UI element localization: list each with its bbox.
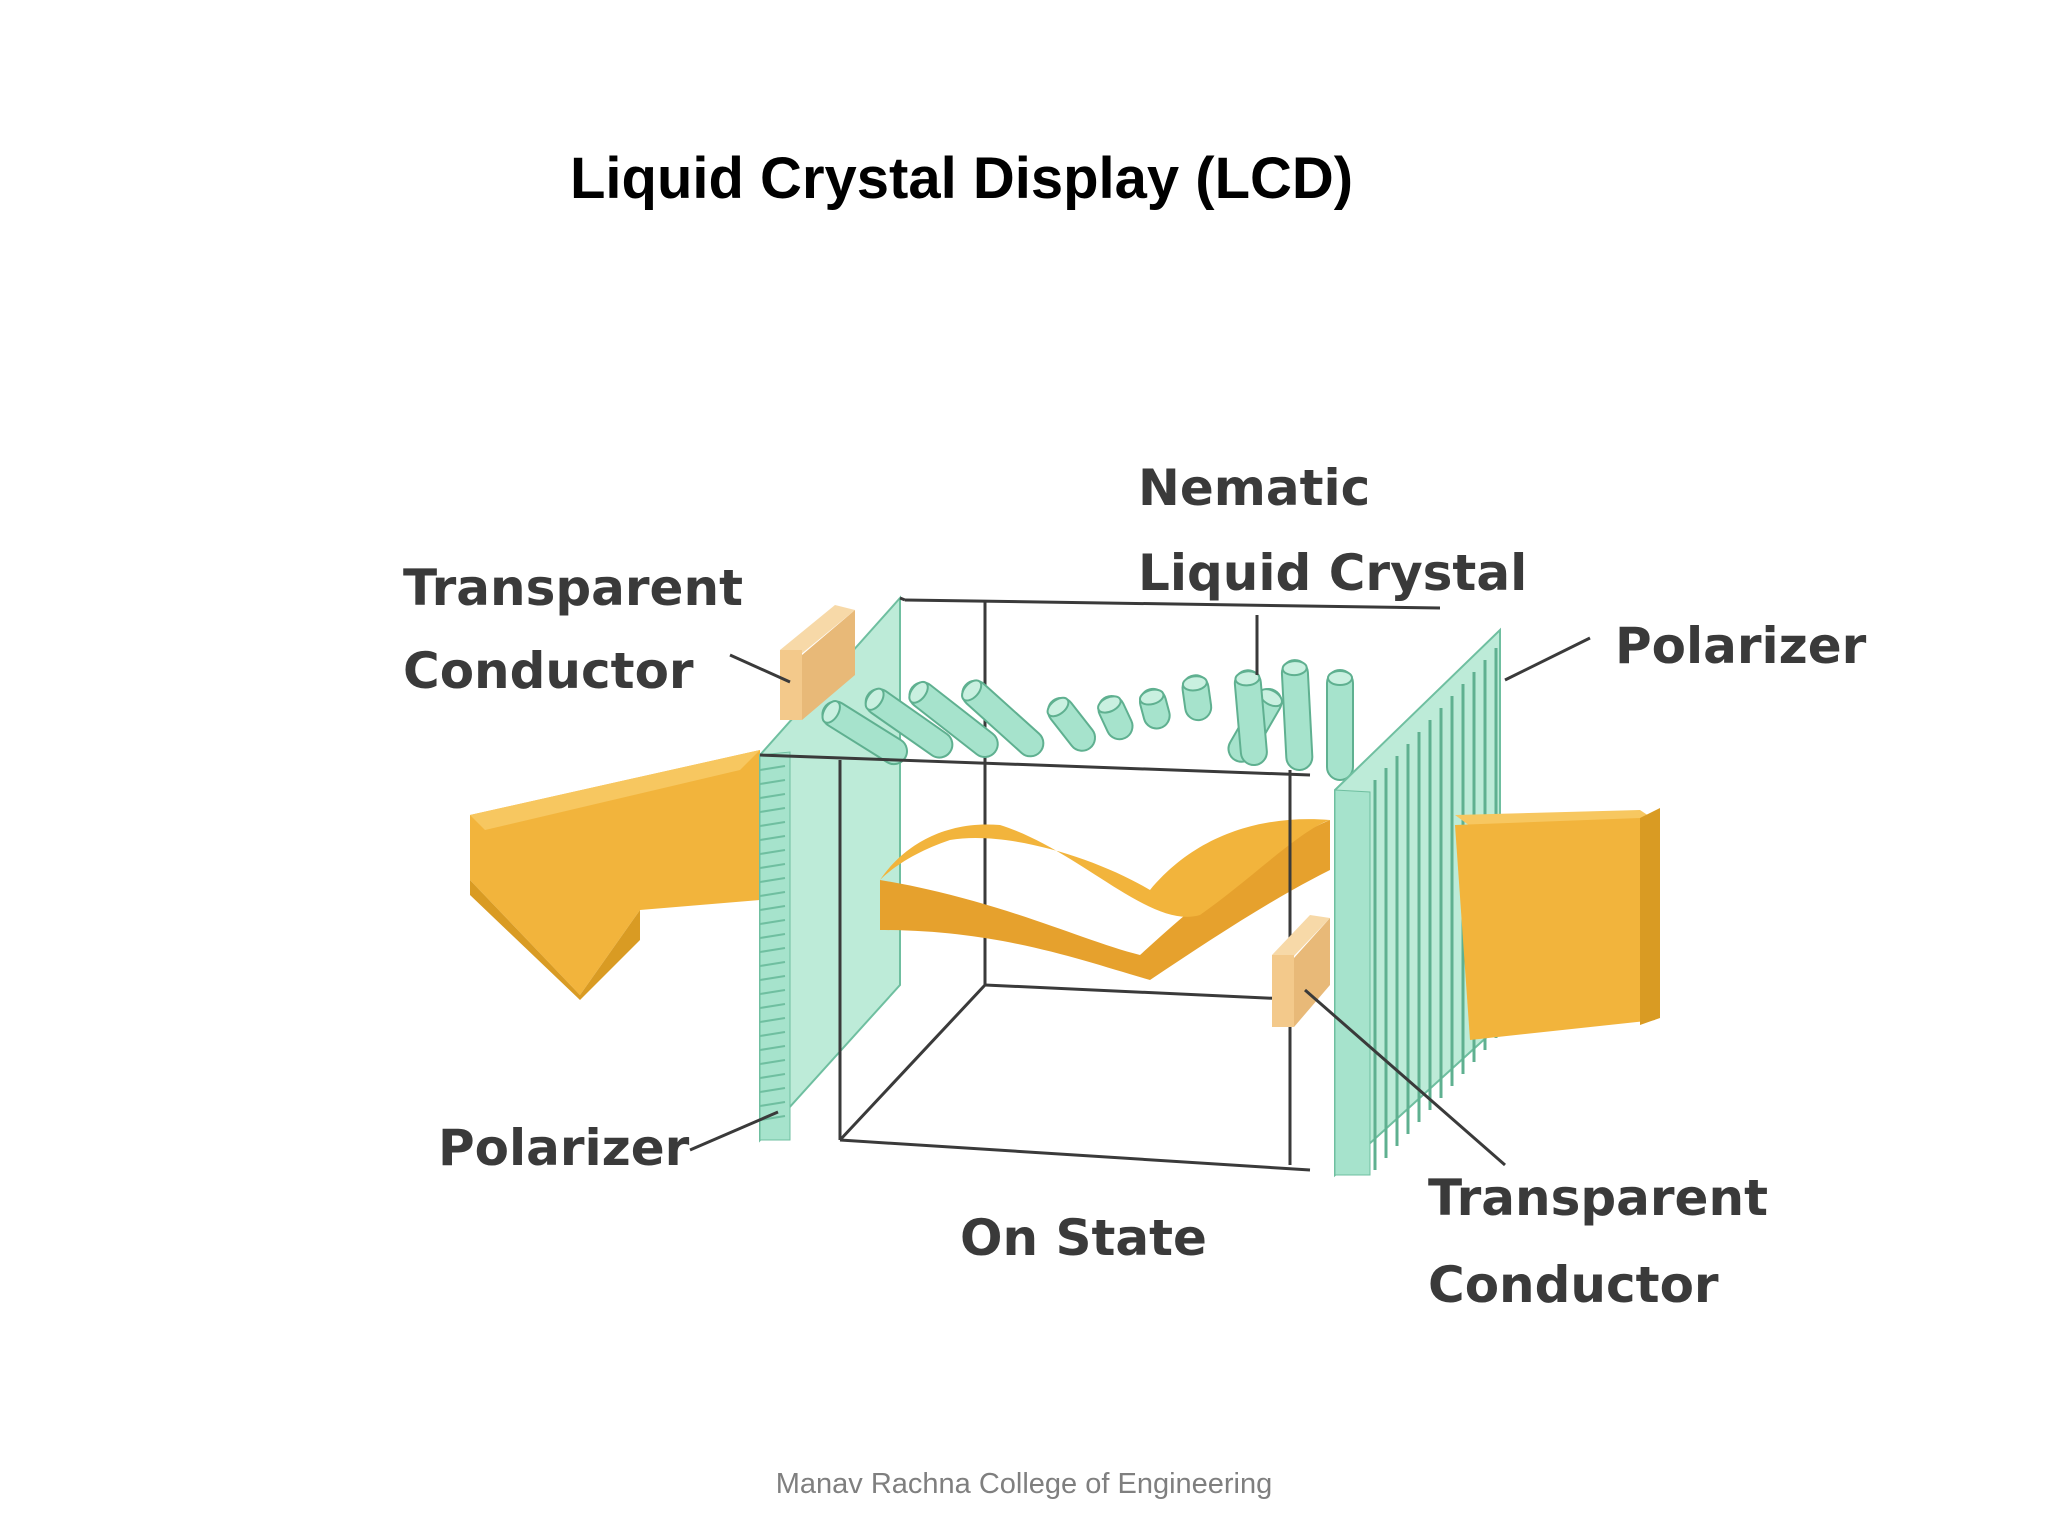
- polarizer-slat: [759, 1031, 786, 1037]
- polarizer-slat: [759, 807, 786, 813]
- polarizer-slat: [759, 961, 786, 967]
- liquid-crystal-rod: [1046, 696, 1096, 752]
- right-conductor-label-line2: Conductor: [1428, 1256, 1719, 1314]
- polarizer-slat: [759, 975, 786, 981]
- polarizer-slat: [759, 1045, 786, 1051]
- polarizer-slat: [759, 947, 786, 953]
- polarizer-slat: [759, 779, 786, 785]
- liquid-crystal-rod: [1326, 669, 1354, 781]
- polarizer-slat: [759, 1087, 786, 1093]
- liquid-crystal-rod: [864, 687, 954, 759]
- left-conductor-label-line1: Transparent: [403, 559, 743, 617]
- polarizer-slat: [759, 1101, 786, 1107]
- liquid-crystal-rod: [1233, 669, 1268, 767]
- slide-footer: Manav Rachna College of Engineering: [775, 1468, 1273, 1500]
- polarizer-slat: [759, 1073, 786, 1079]
- polarizer-slat: [759, 835, 786, 841]
- nematic-label-line1: Nematic: [1138, 459, 1370, 517]
- left-conductor-label-line2: Conductor: [403, 642, 694, 700]
- polarizer-slat: [759, 849, 786, 855]
- polarizer-slat: [759, 1059, 786, 1065]
- polarizer-slat: [759, 891, 786, 897]
- polarizer-slat: [759, 863, 786, 869]
- right-conductor-label-line1: Transparent: [1428, 1169, 1768, 1227]
- polarizer-slat: [759, 919, 786, 925]
- polarizer-slat: [759, 905, 786, 911]
- nematic-label-line2: Liquid Crystal: [1138, 544, 1527, 602]
- polarizer-slat: [759, 877, 786, 883]
- polarizer-slat: [759, 793, 786, 799]
- liquid-crystal-molecules: [821, 659, 1354, 781]
- on-state-label: On State: [960, 1209, 1207, 1267]
- polarizer-slat: [759, 1017, 786, 1023]
- twisted-light-beam: [880, 819, 1330, 980]
- liquid-crystal-rod: [821, 700, 908, 766]
- polarizer-slat: [759, 989, 786, 995]
- right-transparent-conductor: [1272, 915, 1330, 1027]
- slide-title: Liquid Crystal Display (LCD): [570, 146, 1354, 211]
- left-polarizer-label: Polarizer: [438, 1119, 690, 1177]
- incoming-light-arrow: [470, 750, 760, 1000]
- liquid-crystal-rod: [1280, 659, 1314, 772]
- liquid-crystal-rod: [908, 680, 999, 758]
- polarizer-slat: [759, 1003, 786, 1009]
- outgoing-light-beam: [1455, 808, 1660, 1040]
- right-polarizer-label: Polarizer: [1615, 617, 1867, 675]
- liquid-crystal-rod: [1138, 687, 1171, 730]
- left-transparent-conductor: [780, 605, 855, 720]
- polarizer-slat: [759, 765, 786, 771]
- polarizer-slat: [759, 933, 786, 939]
- liquid-crystal-rod: [961, 679, 1045, 758]
- liquid-crystal-rod: [1097, 694, 1134, 741]
- leader-lines: [689, 615, 1591, 1167]
- liquid-crystal-rod: [1181, 674, 1213, 722]
- polarizer-slat: [759, 821, 786, 827]
